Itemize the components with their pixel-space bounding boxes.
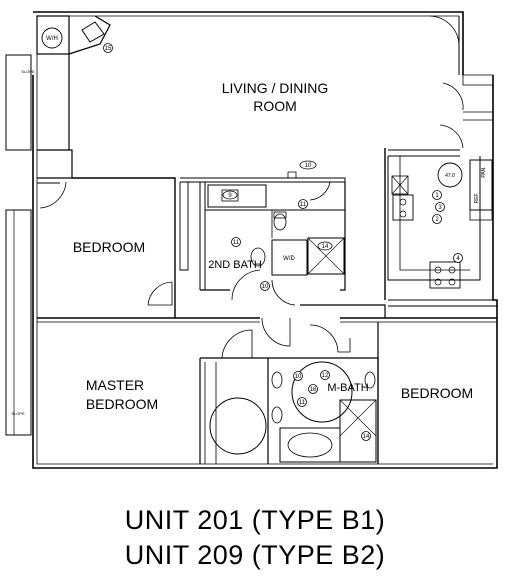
outer-wall-inner — [36, 15, 493, 465]
fridge-label: REF. — [474, 193, 480, 204]
master-bedroom-label-2: BEDROOM — [86, 396, 158, 412]
tag-12: 12 — [322, 373, 329, 379]
left-balcony-bottom — [5, 209, 32, 436]
bedroom-left-label: BEDROOM — [73, 239, 145, 255]
caption-line-2: UNIT 209 (TYPE B2) — [124, 540, 386, 570]
tag-3: 3 — [438, 205, 442, 211]
tag-11a: 11 — [300, 202, 307, 208]
wd-label: W/D — [283, 256, 295, 262]
sink — [392, 194, 414, 221]
living-room-label-1: LIVING / DINING — [222, 80, 329, 96]
tag-10c: 10 — [295, 374, 302, 380]
wh-closet — [36, 15, 70, 55]
shower-2nd — [307, 237, 345, 275]
wh-circle — [41, 27, 63, 49]
left-balcony-top — [5, 54, 32, 151]
master-shower — [339, 399, 377, 463]
bedroom-right-label: BEDROOM — [401, 385, 473, 401]
master-bedroom-label-1: MASTER — [86, 377, 144, 393]
tag-11b: 11 — [233, 240, 240, 246]
tag-4: 4 — [456, 256, 460, 262]
tag-10a: 10 — [305, 163, 312, 169]
tag-14b: 14 — [363, 434, 370, 440]
tag-11c: 11 — [299, 400, 306, 406]
wd-closet — [271, 239, 308, 276]
range — [429, 261, 461, 289]
tag-9: 9 — [228, 193, 232, 199]
outer-wall — [32, 11, 498, 469]
range-hood — [437, 162, 463, 188]
pantry-label: PAN. — [481, 166, 487, 177]
tag-14a: 14 — [322, 244, 329, 250]
slope-top-label: SLOPE — [21, 69, 35, 74]
tag-1: 1 — [435, 193, 439, 199]
tub-2nd-bath — [207, 184, 267, 208]
tag-10b: 10 — [262, 284, 269, 290]
master-closet-circle — [209, 397, 267, 455]
tag-2: 2 — [435, 217, 439, 223]
floor-plan: LIVING / DINING ROOM BEDROOM 2ND BATH MA… — [5, 11, 498, 469]
dishwasher — [391, 175, 409, 195]
second-bath-label: 2ND BATH — [208, 259, 262, 271]
tag-16: 16 — [310, 387, 317, 393]
range-hood-label: 47.0 — [445, 173, 455, 179]
master-bath-circle — [291, 361, 353, 423]
slope-bottom-label: SLOPE — [11, 411, 25, 416]
wh-label: W/H — [46, 36, 58, 42]
caption-line-1: UNIT 201 (TYPE B1) — [124, 505, 386, 535]
pantry — [469, 209, 493, 221]
tag-15: 15 — [105, 46, 112, 52]
living-room-label-2: ROOM — [253, 98, 297, 114]
master-bath-label: M-BATH — [327, 382, 368, 394]
